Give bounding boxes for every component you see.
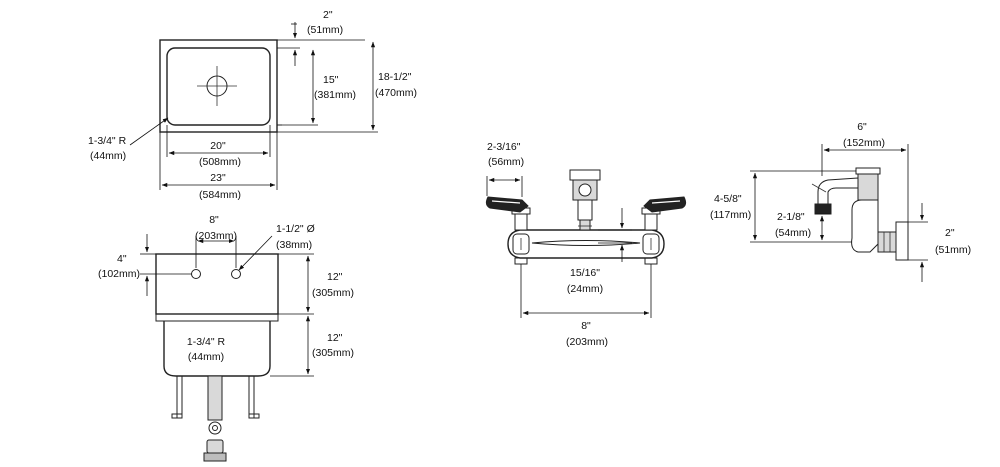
- handle-length-in: 2-3/16": [487, 141, 521, 153]
- strainer-icon: [208, 421, 222, 435]
- rim-width-in: 2": [323, 9, 333, 21]
- overall-front-back-mm: (470mm): [375, 87, 417, 99]
- bowl-left-right-mm: (508mm): [199, 156, 241, 168]
- faucet-body: [507, 229, 665, 259]
- faucet-hole-left-icon: [191, 269, 201, 279]
- overall-height-mm: (117mm): [710, 209, 751, 221]
- bowl-left-right-in: 20": [210, 140, 226, 152]
- bowl-radius-mm: (44mm): [188, 351, 224, 363]
- handle-length-mm: (56mm): [488, 156, 524, 168]
- corner-radius-mm: (44mm): [90, 150, 126, 162]
- wall-flange-in: 2": [945, 227, 955, 239]
- faucet-front-view: 2-3/16" (56mm) 15/16" (24mm) 8" (203mm): [485, 141, 687, 348]
- outlet-aerator-icon: [814, 203, 832, 215]
- inlet-coupling: [877, 231, 897, 253]
- hole-height-mm: (102mm): [98, 268, 140, 280]
- lever-handle-left: [485, 196, 529, 213]
- centers-in: 8": [581, 320, 591, 332]
- outlet-height-in: 2-1/8": [777, 211, 805, 223]
- sink-bowl-outline: [166, 47, 271, 126]
- faucet-body-side: [851, 199, 879, 253]
- hole-diameter-mm: (38mm): [276, 239, 312, 251]
- backsplash-height-mm: (305mm): [312, 287, 354, 299]
- bowl-front-back-in: 15": [323, 74, 339, 86]
- sink-bowl-profile: [163, 321, 271, 377]
- faucet-hole-right-icon: [231, 269, 241, 279]
- handle-side: [857, 171, 879, 201]
- spout-reach-in: 6": [857, 121, 867, 133]
- hole-spacing-in: 8": [209, 214, 219, 226]
- bowl-depth-in: 12": [327, 332, 343, 344]
- handle-left-stem: [514, 211, 528, 231]
- overall-left-right-in: 23": [210, 172, 226, 184]
- bowl-depth-mm: (305mm): [312, 347, 354, 359]
- overall-left-right-mm: (584mm): [199, 189, 241, 201]
- backsplash-height-in: 12": [327, 271, 343, 283]
- hole-spacing-mm: (203mm): [195, 230, 237, 242]
- aerator-icon: [579, 219, 591, 231]
- centers-mm: (203mm): [566, 336, 608, 348]
- drain-tailpiece: [207, 375, 223, 421]
- sink-front-view: 8" (203mm) 1-1/2" Ø (38mm) 4" (102mm) 12…: [98, 214, 354, 462]
- sink-top-view: 2" (51mm) 15" (381mm) 18-1/2" (470mm) 1-…: [88, 9, 417, 201]
- spout-clearance-mm: (24mm): [567, 283, 603, 295]
- wall-flange-mm: (51mm): [935, 244, 971, 256]
- faucet-side-view: 6" (152mm) 4-5/8" (117mm) 2-1/8" (54mm) …: [710, 121, 971, 282]
- outlet-height-mm: (54mm): [775, 227, 811, 239]
- bowl-radius-in: 1-3/4" R: [187, 336, 226, 348]
- lever-handle-right: [643, 196, 687, 213]
- backsplash-outline: [155, 253, 279, 315]
- corner-radius-in: 1-3/4" R: [88, 135, 127, 147]
- spout-clearance-in: 15/16": [570, 267, 600, 279]
- overall-height-in: 4-5/8": [714, 193, 742, 205]
- hole-diameter-in: 1-1/2" Ø: [276, 223, 315, 235]
- sink-outer-rim: [159, 39, 278, 133]
- bracket-left: [176, 375, 183, 419]
- handle-right-stem: [644, 211, 658, 231]
- hole-height-in: 4": [117, 253, 127, 265]
- bracket-right: [248, 375, 255, 419]
- spout-reach-mm: (152mm): [843, 137, 885, 149]
- spout-cap: [569, 169, 601, 181]
- bowl-front-back-mm: (381mm): [314, 89, 356, 101]
- overall-front-back-in: 18-1/2": [378, 71, 412, 83]
- wall-flange: [895, 221, 909, 261]
- rim-width-mm: (51mm): [307, 24, 343, 36]
